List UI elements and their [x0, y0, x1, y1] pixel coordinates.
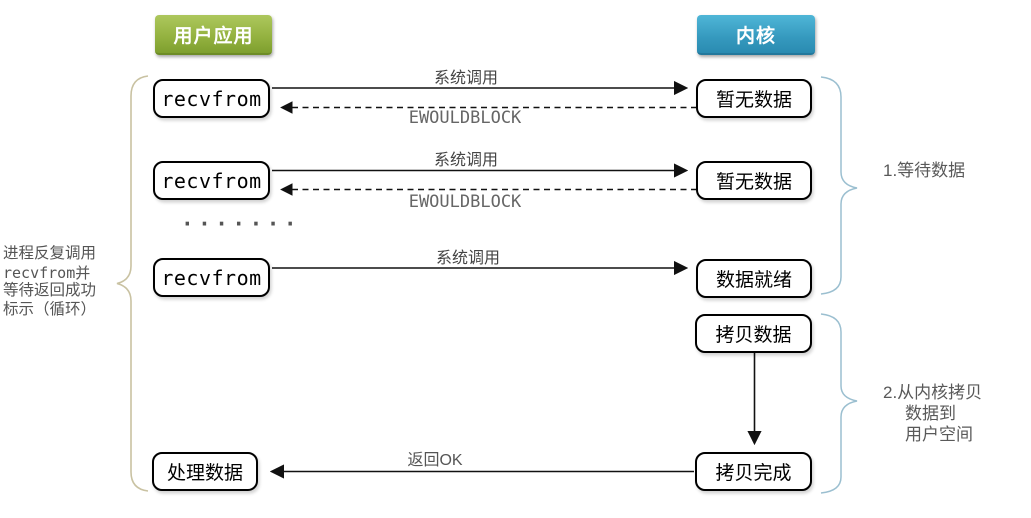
phase1-brace: [820, 76, 858, 295]
syscall-label-1: 系统调用: [433, 70, 499, 87]
loop-note-line: recvfrom并: [3, 263, 91, 282]
recvfrom-box-2: recvfrom: [153, 161, 270, 200]
ewouldblock-label-1: EWOULDBLOCK: [408, 108, 522, 128]
loop-note-line: 等待返回成功: [3, 282, 97, 299]
copy-data-box: 拷贝数据: [695, 314, 812, 353]
repeat-ellipsis: ·······: [181, 212, 302, 236]
no-data-box-2: 暂无数据: [696, 161, 812, 200]
loop-note-line: 进程反复调用: [3, 245, 97, 262]
phase2-label-line: 数据到: [905, 404, 956, 423]
phase2-label-line: 2.从内核拷贝: [883, 383, 983, 402]
process-data-box: 处理数据: [152, 452, 258, 491]
return-ok-label: 返回OK: [407, 452, 463, 469]
recvfrom-box-3: recvfrom: [153, 258, 270, 297]
recvfrom-box-1: recvfrom: [153, 79, 270, 118]
no-data-box-1: 暂无数据: [696, 79, 812, 118]
loop-brace: [116, 75, 149, 492]
data-ready-box: 数据就绪: [696, 259, 812, 298]
phase2-brace: [820, 313, 858, 494]
loop-note: 进程反复调用 recvfrom并 等待返回成功 标示（循环）: [3, 245, 128, 319]
ewouldblock-label-2: EWOULDBLOCK: [408, 192, 522, 212]
copy-done-box: 拷贝完成: [695, 452, 812, 491]
user-app-header: 用户应用: [155, 15, 272, 55]
syscall-label-3: 系统调用: [435, 250, 501, 267]
phase1-label: 1.等待数据: [883, 161, 966, 180]
phase2-label: 2.从内核拷贝 数据到 用户空间: [883, 382, 982, 445]
loop-note-line: 标示（循环）: [3, 300, 97, 318]
phase2-label-line: 用户空间: [905, 425, 973, 444]
kernel-header: 内核: [697, 15, 815, 55]
syscall-label-2: 系统调用: [433, 152, 499, 169]
